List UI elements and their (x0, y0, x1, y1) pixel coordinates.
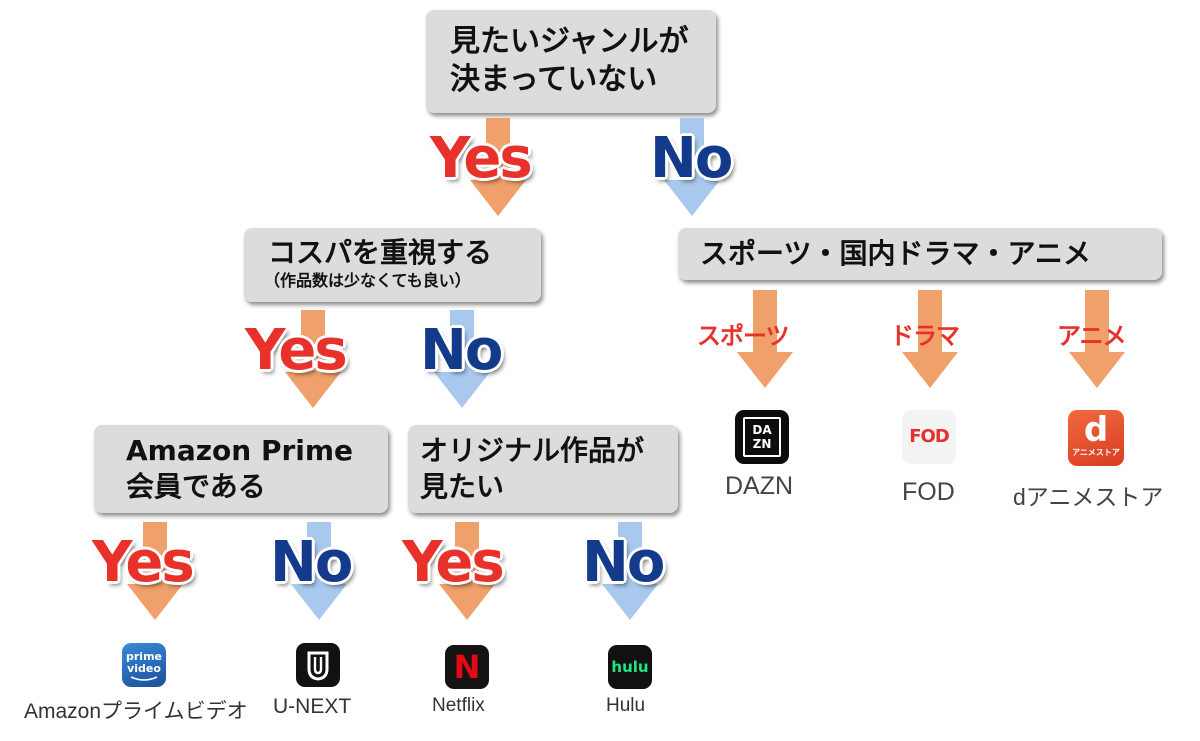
fod-icon: FOD (902, 410, 956, 464)
arrow-original-yes (437, 522, 497, 622)
arrow-original-yes-shape (439, 522, 495, 620)
label-original-yes: Yes (402, 530, 505, 595)
arrow-amazon-yes-shape (127, 522, 183, 620)
label-amazon-no: No (270, 530, 353, 595)
fod-icon-text: FOD (909, 426, 950, 447)
arrow-sports (735, 290, 795, 390)
arrow-cospa-no-shape (434, 310, 490, 408)
arrow-cospa-yes (283, 310, 343, 410)
caption-dazn: DAZN (725, 472, 794, 500)
label-cospa-yes: Yes (245, 318, 348, 383)
caption-amazon: Amazonプライムビデオ (24, 700, 248, 723)
label-cospa-no: No (420, 318, 503, 383)
arrow-amazon-no-shape (291, 522, 347, 620)
arrow-sports-shape (737, 290, 793, 388)
arrow-drama-shape (902, 290, 958, 388)
dazn-icon: DA ZN (735, 410, 789, 464)
dazn-icon-frame: DA ZN (743, 417, 781, 457)
label-original-no: No (582, 530, 665, 595)
label-root-no: No (650, 126, 733, 191)
dazn-icon-line1: DA (752, 423, 772, 437)
caption-unext: U-NEXT (273, 695, 352, 718)
prime-video-icon-line2: video (127, 662, 161, 675)
original-question-box: オリジナル作品が 見たい (408, 425, 678, 513)
arrow-original-no-shape (602, 522, 658, 620)
arrow-cospa-no (432, 310, 492, 410)
cospa-question-line2: （作品数は少なくても良い） (264, 271, 471, 290)
arrow-root-yes-shape (470, 118, 526, 216)
genre-box: スポーツ・国内ドラマ・アニメ (678, 228, 1162, 280)
netflix-icon: N (445, 645, 489, 689)
original-line2: 見たい (420, 470, 505, 503)
danime-icon-letter: d (1083, 410, 1109, 450)
original-line1: オリジナル作品が (420, 434, 645, 467)
arrow-amazon-no (289, 522, 349, 622)
danime-icon-subtext: アニメストア (1072, 448, 1120, 457)
prime-video-icon-line1: prime (126, 650, 162, 663)
cospa-question-line1: コスパを重視する (268, 236, 493, 269)
hulu-icon: hulu (608, 645, 652, 689)
caption-danime: dアニメストア (1013, 484, 1164, 510)
arrow-root-yes (468, 118, 528, 218)
caption-hulu: Hulu (606, 695, 646, 716)
root-question-line2: 決まっていない (450, 62, 658, 97)
label-root-yes: Yes (430, 126, 533, 191)
hulu-icon-text: hulu (611, 658, 649, 676)
root-question-box: 見たいジャンルが 決まっていない (426, 10, 716, 113)
prime-video-smile-icon (130, 676, 158, 681)
label-drama: ドラマ (890, 322, 960, 350)
caption-netflix: Netflix (432, 695, 485, 716)
arrow-amazon-yes (125, 522, 185, 622)
arrow-anime-shape (1069, 290, 1125, 388)
dazn-icon-line2: ZN (752, 437, 772, 451)
root-question-line1: 見たいジャンルが (450, 24, 689, 59)
arrow-drama (900, 290, 960, 390)
unext-shield-icon (307, 651, 329, 681)
label-anime: アニメ (1057, 322, 1127, 350)
genre-box-label: スポーツ・国内ドラマ・アニメ (700, 237, 1091, 270)
prime-video-icon: prime video (122, 643, 166, 687)
label-sports: スポーツ (697, 322, 790, 350)
amazon-member-question-box: Amazon Prime 会員である (94, 425, 388, 513)
amazon-member-line1: Amazon Prime (126, 434, 354, 467)
arrow-cospa-yes-shape (285, 310, 341, 408)
netflix-icon-letter: N (453, 648, 481, 686)
danime-icon: d アニメストア (1068, 410, 1124, 466)
amazon-member-line2: 会員である (126, 470, 266, 503)
unext-icon (296, 643, 340, 687)
label-amazon-yes: Yes (92, 530, 195, 595)
arrow-anime (1067, 290, 1127, 390)
caption-fod: FOD (902, 478, 955, 506)
arrow-original-no (600, 522, 660, 622)
arrow-root-no-shape (664, 118, 720, 216)
arrow-root-no (662, 118, 722, 218)
cospa-question-box: コスパを重視する （作品数は少なくても良い） (244, 228, 541, 302)
